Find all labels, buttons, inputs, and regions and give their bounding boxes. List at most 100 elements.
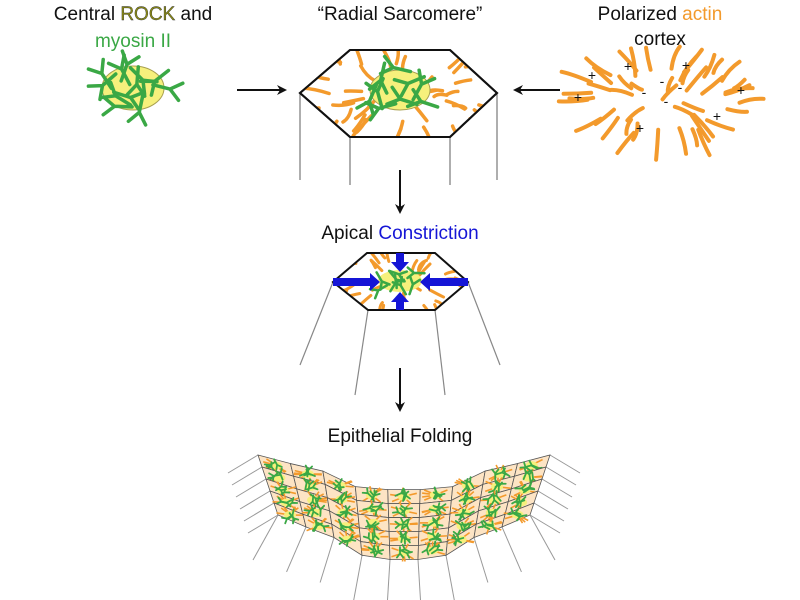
- myosin-minifilament: [486, 520, 498, 533]
- constriction-force-arrow: [391, 292, 409, 310]
- myosin-minifilament: [362, 532, 374, 545]
- myosin-minifilament: [482, 493, 495, 505]
- actin-filament: [453, 78, 473, 85]
- myosin-minifilament: [398, 543, 412, 554]
- label-constriction: Constriction: [378, 223, 479, 244]
- myosin-minifilament: [385, 85, 419, 107]
- myosin-minifilament: [422, 521, 435, 532]
- cell-lateral-edge: [235, 478, 267, 498]
- cell-lateral-edge: [354, 309, 369, 396]
- hexagon-outline: [298, 49, 499, 138]
- actin-filament: [700, 75, 725, 96]
- myosin-minifilament: [310, 504, 319, 518]
- plus-end-mark: +: [588, 67, 596, 83]
- myosin-minifilament: [454, 509, 467, 521]
- cell-lateral-edge: [247, 514, 279, 534]
- myosin-minifilament: [400, 517, 409, 531]
- actin-filament: [468, 116, 494, 130]
- myosin-minifilament: [432, 516, 441, 529]
- myosin-minifilament: [494, 479, 507, 488]
- actin-filament: [341, 107, 353, 124]
- cell-lateral-edge: [541, 478, 573, 498]
- myosin-minifilament: [401, 518, 410, 532]
- actin-filament: [378, 253, 387, 260]
- myosin-minifilament: [86, 57, 114, 91]
- label-text: and: [175, 4, 213, 25]
- myosin-minifilament: [343, 534, 357, 544]
- actin-filament: [617, 74, 634, 91]
- myosin-minifilament: [451, 536, 465, 545]
- myosin-minifilament: [481, 519, 494, 528]
- myosin-minifilament: [370, 545, 383, 555]
- actin-filament: [669, 44, 682, 71]
- myosin-minifilament: [369, 490, 378, 503]
- label-rock: ROCK: [120, 4, 176, 25]
- actin-filament: [377, 301, 384, 310]
- actin-filament: [443, 269, 456, 276]
- actin-filament: [559, 69, 594, 85]
- myosin-minifilament: [395, 546, 405, 559]
- plus-end-mark: +: [682, 57, 690, 73]
- actin-filament: [654, 127, 661, 162]
- myosin-minifilament: [344, 505, 353, 518]
- actin-filament: [300, 106, 321, 111]
- plus-end-mark: +: [574, 89, 582, 105]
- polarized-actin-cortex: +++++++----: [556, 44, 766, 162]
- myosin-minifilament: [495, 467, 508, 476]
- plus-end-mark: +: [636, 120, 644, 136]
- plus-end-mark: +: [737, 82, 745, 98]
- cell-lateral-edge: [529, 514, 561, 534]
- label-text: Apical: [321, 223, 379, 244]
- actin-filament: [609, 87, 634, 97]
- actin-filament: [680, 68, 691, 86]
- actin-filament: [615, 130, 636, 155]
- actin-filament: [696, 127, 712, 158]
- myosin-minifilament: [490, 492, 500, 506]
- actin-filament: [629, 81, 644, 92]
- actin-filament: [451, 103, 468, 110]
- myosin-minifilament: [432, 502, 442, 515]
- actin-filament: [617, 49, 639, 73]
- myosin-minifilament: [316, 504, 325, 517]
- myosin-minifilament: [313, 519, 323, 532]
- myosin-minifilament: [305, 482, 319, 491]
- minus-end-mark: -: [678, 79, 683, 95]
- myosin-minifilament: [408, 275, 422, 296]
- myosin-minifilament: [375, 271, 391, 291]
- actin-filament: [394, 50, 401, 66]
- radial-sarcomere-cell: [298, 49, 499, 185]
- plus-end-mark: +: [713, 108, 721, 124]
- actin-filament: [711, 57, 725, 75]
- cell-lateral-edge: [231, 466, 263, 486]
- cell-lateral-edge: [319, 537, 335, 583]
- actin-filament: [351, 114, 373, 137]
- myosin-minifilament: [522, 467, 532, 481]
- actin-filament: [394, 119, 405, 137]
- actin-filament: [465, 54, 494, 69]
- actin-filament: [725, 107, 749, 114]
- myosin-minifilament: [399, 531, 411, 544]
- actin-filament: [433, 303, 439, 310]
- actin-filament: [720, 59, 742, 83]
- cell-lateral-edge: [501, 526, 522, 573]
- actin-filament: [690, 127, 700, 148]
- actin-filament: [350, 50, 364, 66]
- label-epithelial-folding: Epithelial Folding: [327, 426, 473, 447]
- myosin-minifilament: [507, 507, 520, 518]
- myosin-minifilament: [126, 93, 148, 127]
- myosin-minifilament: [421, 542, 431, 556]
- actin-filament: [644, 45, 653, 72]
- cell-lateral-edge: [537, 490, 569, 510]
- label-myosin: myosin II: [94, 31, 172, 52]
- actin-filament: [445, 89, 460, 97]
- myosin-minifilament: [525, 459, 539, 469]
- constriction-force-arrow: [391, 253, 409, 272]
- myosin-minifilament: [112, 90, 146, 111]
- myosin-minifilament: [340, 491, 352, 503]
- myosin-minifilament: [392, 74, 426, 98]
- myosin-minifilament: [400, 505, 413, 514]
- minus-end-mark: -: [642, 84, 647, 100]
- myosin-minifilament: [86, 72, 118, 102]
- label-actin: actin: [682, 4, 723, 25]
- label-text: Polarized: [597, 4, 683, 25]
